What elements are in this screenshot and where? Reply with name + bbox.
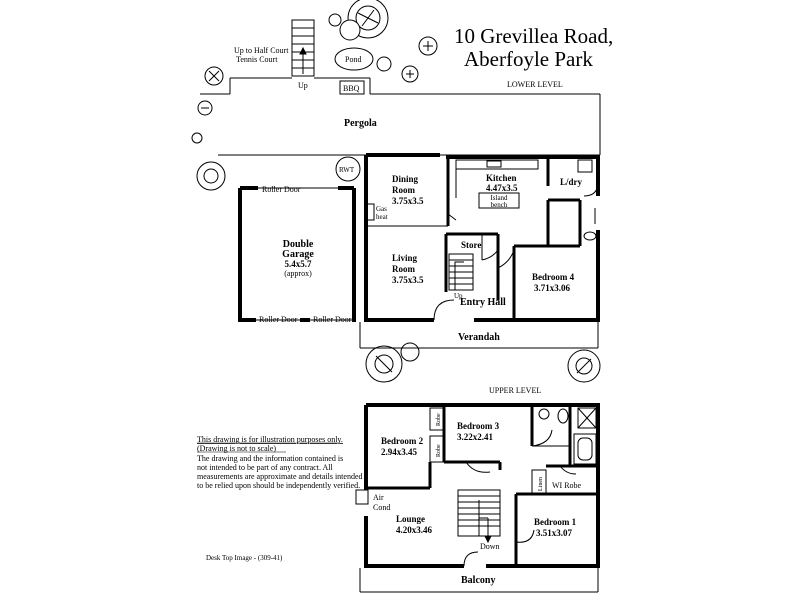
disclaimer: This drawing is for illustration purpose… xyxy=(197,435,363,490)
lounge-label: Lounge xyxy=(396,514,425,524)
tennis-label: Up to Half Court xyxy=(234,46,289,55)
disclaimer-line-2: (Drawing is not to scale) xyxy=(197,444,276,453)
aircon-label-2: Cond xyxy=(373,503,390,512)
disclaimer-line-4: not intended to be part of any contract.… xyxy=(197,463,334,472)
wi-robe-label: WI Robe xyxy=(552,481,582,490)
dining-label: Dining xyxy=(392,174,419,184)
stairs-up-label: Up xyxy=(298,81,308,90)
aircon-label: Air xyxy=(373,493,384,502)
entry-hall-label: Entry Hall xyxy=(460,297,506,308)
garage-roller-door-right: Roller Door xyxy=(313,315,352,324)
kitchen-size: 4.47x3.5 xyxy=(486,183,518,193)
bedroom1-label: Bedroom 1 xyxy=(534,517,577,527)
garage-name-2: Garage xyxy=(282,249,314,260)
tennis-label-2: Tennis Court xyxy=(236,55,278,64)
footer-image-id: Desk Top Image - (309-41) xyxy=(206,554,283,562)
bedroom4-size: 3.71x3.06 xyxy=(534,283,571,293)
address-line-1: 10 Grevillea Road, xyxy=(454,24,613,48)
address-line-2: Aberfoyle Park xyxy=(464,47,593,71)
garage-note: (approx) xyxy=(284,269,312,278)
upper-level-label: UPPER LEVEL xyxy=(489,386,541,395)
garage-roller-door-top: Roller Door xyxy=(262,185,301,194)
garage-size: 5.4x5.7 xyxy=(285,259,313,269)
laundry-label: L/dry xyxy=(560,177,583,187)
disclaimer-line-5: measurements are approximate and details… xyxy=(197,472,363,481)
disclaimer-line-1: This drawing is for illustration purpose… xyxy=(197,435,343,444)
pergola-label: Pergola xyxy=(344,118,377,129)
upper-level-walls xyxy=(355,403,600,593)
island-label: Island xyxy=(490,194,508,202)
bedroom2-label: Bedroom 2 xyxy=(381,436,424,446)
living-size: 3.75x3.5 xyxy=(392,275,424,285)
gas-heat-label: Gas xyxy=(376,205,387,213)
balcony-label: Balcony xyxy=(461,575,495,586)
store-label: Store xyxy=(461,240,481,250)
island-label-2: bench xyxy=(491,201,508,209)
bbq-label: BBQ xyxy=(343,84,360,93)
garage-roller-door-left: Roller Door xyxy=(259,315,298,324)
living-label-2: Room xyxy=(392,264,415,274)
lounge-size: 4.20x3.46 xyxy=(396,525,433,535)
linen-label: Linen xyxy=(538,477,544,491)
dining-size: 3.75x3.5 xyxy=(392,196,424,206)
garage-name: Double xyxy=(283,239,314,250)
rwt-label: RWT xyxy=(339,166,355,174)
living-label: Living xyxy=(392,253,418,263)
bedroom1-size: 3.51x3.07 xyxy=(536,528,573,538)
disclaimer-line-6: to be relied upon should be independentl… xyxy=(197,481,360,490)
bedroom3-size: 3.22x2.41 xyxy=(457,432,494,442)
bedroom3-label: Bedroom 3 xyxy=(457,421,500,431)
kitchen-label: Kitchen xyxy=(486,173,517,183)
lower-level-walls xyxy=(359,153,600,349)
bedroom4-label: Bedroom 4 xyxy=(532,272,575,282)
verandah-label: Verandah xyxy=(458,332,500,343)
gas-heat-label-2: heat xyxy=(376,213,388,221)
robe-label-2: Robe xyxy=(436,444,442,457)
trees xyxy=(191,0,601,383)
stairs-down-label: Down xyxy=(480,542,500,551)
robe-label-1: Robe xyxy=(436,413,442,426)
disclaimer-line-3: The drawing and the information containe… xyxy=(197,454,343,463)
stairs-up-label-lower: Up xyxy=(454,292,463,300)
bedroom2-size: 2.94x3.45 xyxy=(381,447,418,457)
dining-label-2: Room xyxy=(392,185,415,195)
lower-level-label: LOWER LEVEL xyxy=(507,80,563,89)
pond-label: Pond xyxy=(345,55,361,64)
garage xyxy=(238,186,356,322)
